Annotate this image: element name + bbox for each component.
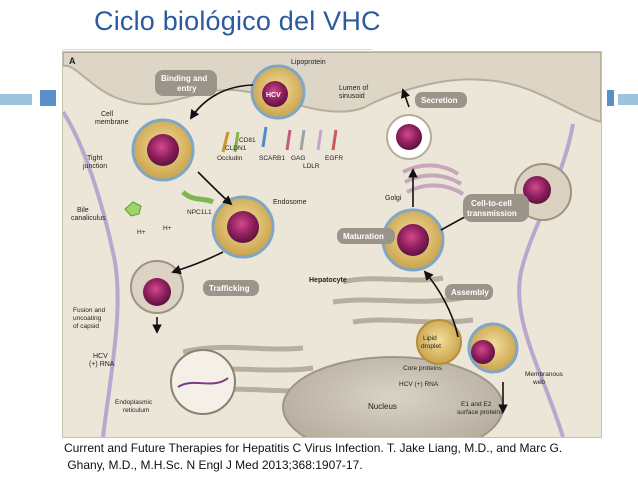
- fusion-label-3: of capsid: [73, 323, 99, 330]
- right-accent-square: [607, 90, 614, 106]
- title-divider: [62, 49, 372, 50]
- cell-membrane-label-1: Cell: [101, 111, 114, 118]
- figure-caption: Current and Future Therapies for Hepatit…: [64, 440, 624, 474]
- maturation-label: Maturation: [343, 232, 384, 241]
- cell-membrane-label-2: membrane: [95, 119, 129, 126]
- caption-line-2: Ghany, M.D., M.H.Sc. N Engl J Med 2013;3…: [64, 458, 363, 472]
- membranous-web-label-1: Membranous: [525, 371, 564, 378]
- core-proteins-label: Core proteins: [403, 365, 443, 372]
- right-accent-bar: [618, 94, 638, 105]
- hcv-lifecycle-figure: Nucleus HCV: [62, 51, 602, 438]
- cell-to-cell-label-1: Cell-to-cell: [471, 199, 512, 208]
- scarb1-label: SCARB1: [259, 155, 285, 162]
- lipoprotein-label: Lipoprotein: [291, 59, 326, 66]
- lipid-droplet-label-1: Lipid: [423, 335, 437, 342]
- hcv-label: HCV: [266, 92, 281, 99]
- cell-to-cell-badge: Cell-to-cell transmission: [463, 194, 529, 222]
- sinusoid-lumen: [63, 52, 601, 124]
- hcv-lifecycle-diagram: Nucleus HCV: [63, 52, 601, 437]
- lipid-droplet-label-2: droplet: [421, 343, 441, 350]
- bound-virion-capsid: [147, 134, 179, 166]
- trafficking-label: Trafficking: [209, 284, 250, 293]
- hplus-label-2: H+: [163, 225, 172, 232]
- binding-entry-label-2: entry: [177, 84, 197, 93]
- secretion-badge: Secretion: [415, 92, 467, 108]
- cd81-label: CD81: [239, 137, 256, 144]
- fusion-label-1: Fusion and: [73, 307, 106, 314]
- lumen-label-2: sinusoid: [339, 93, 365, 100]
- panel-letter: A: [69, 56, 76, 66]
- caption-line-1: Current and Future Therapies for Hepatit…: [64, 441, 563, 455]
- gag-label: GAG: [291, 155, 305, 162]
- transmitted-capsid: [523, 176, 551, 204]
- fusion-label-2: uncoating: [73, 315, 102, 322]
- npc1l1-label: NPC1L1: [187, 209, 212, 216]
- rna-strand: [177, 377, 229, 388]
- bile-label-1: Bile: [77, 207, 89, 214]
- binding-entry-label-1: Binding and: [161, 74, 207, 83]
- secreted-capsid: [396, 124, 422, 150]
- egfr-label: EGFR: [325, 155, 343, 162]
- cell-to-cell-label-2: transmission: [467, 209, 517, 218]
- hcv-rna-right-label-text: HCV (+) RNA: [399, 381, 439, 388]
- lumen-label-1: Lumen of: [339, 85, 368, 92]
- ldlr-label: LDLR: [303, 163, 320, 170]
- nucleus-label: Nucleus: [368, 402, 397, 411]
- lipid-droplet: [416, 319, 462, 365]
- membranous-web-label-2: web: [532, 379, 545, 386]
- golgi-apparatus: [402, 163, 465, 196]
- hcv-rna-left-label-1: HCV: [93, 353, 108, 360]
- hcv-capsid: [262, 81, 288, 107]
- endosome-label: Endosome: [273, 199, 307, 206]
- secretion-label: Secretion: [421, 96, 458, 105]
- cldn1-label: CLDN1: [225, 145, 247, 152]
- assembly-badge: Assembly: [445, 284, 493, 300]
- assembling-capsid: [471, 340, 495, 364]
- occludin-label: Occludin: [217, 155, 243, 162]
- er-label-1: Endoplasmic: [115, 399, 153, 406]
- tight-junction-label-1: Tight: [87, 155, 102, 162]
- left-accent-bar: [0, 94, 32, 105]
- e1e2-label-1: E1 and E2: [461, 401, 492, 408]
- trafficking-badge: Trafficking: [203, 280, 259, 296]
- golgi-label: Golgi: [385, 195, 402, 202]
- hplus-label-1: H+: [137, 229, 146, 236]
- bile-label-2: canaliculus: [71, 215, 106, 222]
- bile-canaliculus-shape: [124, 201, 142, 217]
- e1e2-label-2: surface proteins: [457, 409, 504, 416]
- assembly-label: Assembly: [451, 288, 489, 297]
- maturing-capsid: [397, 224, 429, 256]
- maturation-badge: Maturation: [337, 228, 395, 244]
- slide-title: Ciclo biológico del VHC: [94, 6, 381, 36]
- endosome-capsid: [227, 211, 259, 243]
- tight-junction-label-2: junction: [82, 163, 107, 170]
- er-label-2: reticulum: [123, 407, 149, 414]
- translation-inset: [170, 349, 236, 415]
- left-cell-membrane: [63, 110, 120, 437]
- receptor-cluster: [181, 126, 338, 205]
- hcv-rna-left-label-2: (+) RNA: [89, 361, 115, 368]
- binding-entry-badge: Binding and entry: [155, 70, 217, 96]
- hepatocyte-label: Hepatocyte: [309, 277, 347, 284]
- uncoating-capsid: [143, 278, 171, 306]
- left-accent-square: [40, 90, 56, 106]
